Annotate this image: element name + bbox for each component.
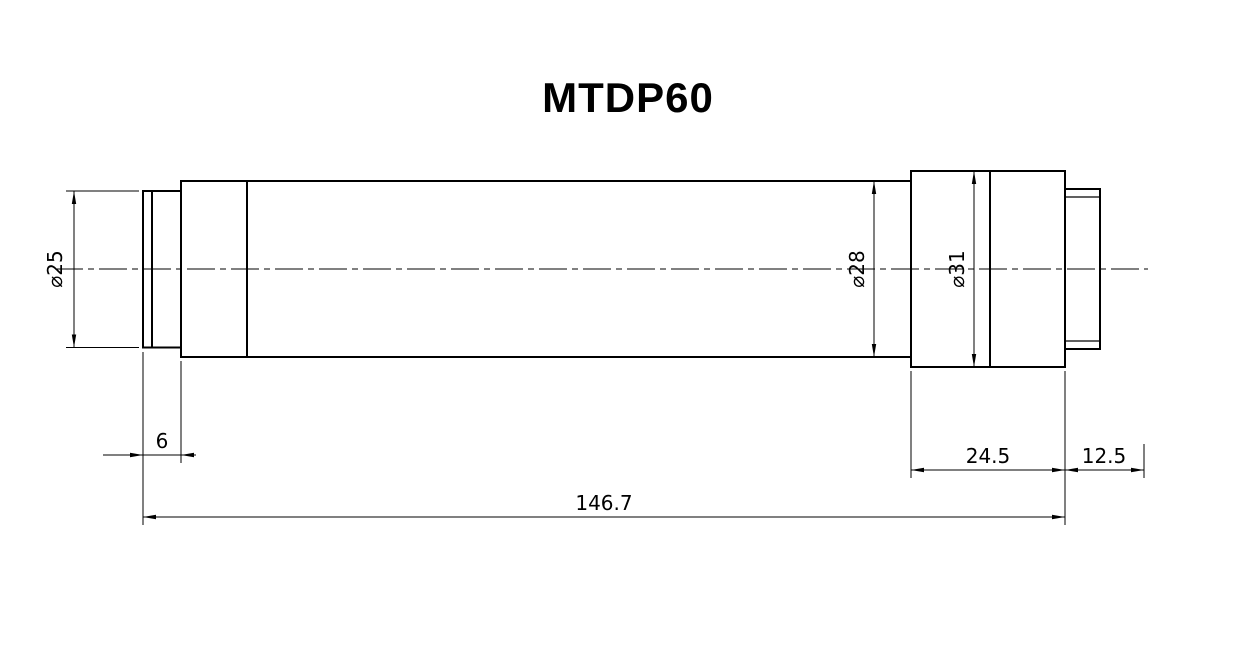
dimension-label: 6 [156,429,169,453]
dimension-label: 24.5 [966,444,1011,468]
dim-dia-28: ⌀28 [845,181,877,357]
dim-dia-25: ⌀25 [43,190,139,348]
dimension-label: 146.7 [575,491,632,515]
dim-length-6: 6 [103,352,196,525]
arrowhead [1131,467,1144,473]
dimension-label: ⌀31 [945,250,969,288]
arrowhead [1052,467,1065,473]
arrowhead [871,181,877,194]
arrowhead [871,344,877,357]
thread-section [1064,188,1101,350]
arrowhead [143,514,156,520]
arrowhead [1052,514,1065,520]
arrowhead [181,452,194,458]
dimension-label: ⌀25 [43,250,67,288]
part-outline [142,170,1101,368]
dim-length-24-5: 24.5 [910,371,1065,478]
arrowhead [971,354,977,367]
arrowhead [71,334,77,348]
arrowhead [971,171,977,184]
arrowhead [71,191,77,204]
arrowhead [130,452,143,458]
dim-length-146-7: 146.7 [143,371,1066,525]
dim-dia-31: ⌀31 [945,171,977,367]
arrowhead [911,467,924,473]
dim-length-12-5: 12.5 [1065,444,1145,478]
drawing-title: MTDP60 [542,74,714,121]
dimension-label: ⌀28 [845,250,869,288]
arrowhead [1065,467,1078,473]
dimension-label: 12.5 [1082,444,1127,468]
